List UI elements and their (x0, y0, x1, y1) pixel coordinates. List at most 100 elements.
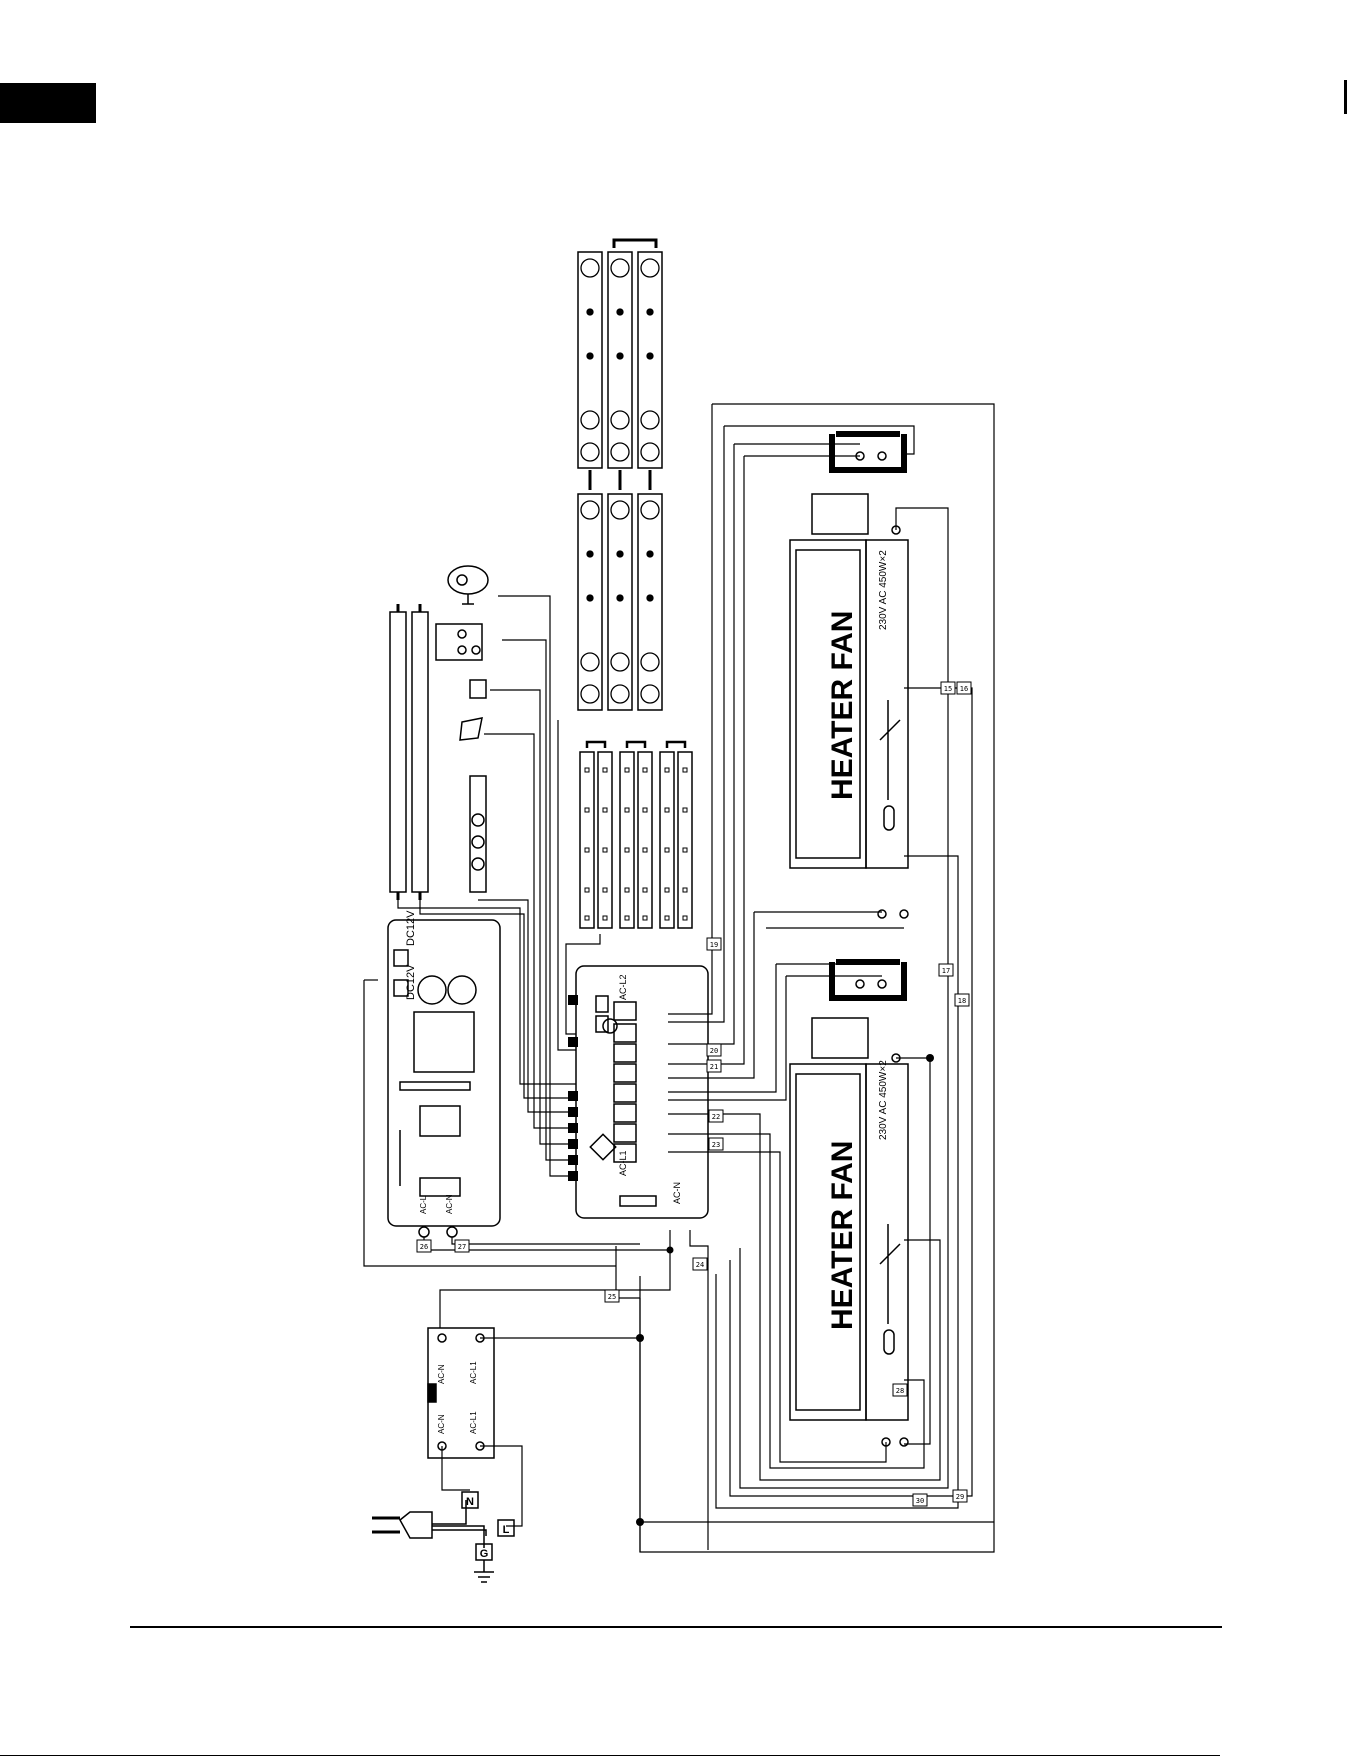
heater-fan-rating-1: 230V AC 450W×2 (878, 550, 889, 630)
led-dot (603, 888, 607, 892)
tb-label-3: AC-N (437, 1414, 446, 1434)
svg-text:25: 25 (608, 1293, 616, 1301)
lamp-icon (641, 501, 659, 519)
led-dot (603, 916, 607, 920)
led-dot (683, 848, 687, 852)
svg-text:19: 19 (710, 941, 718, 949)
led-dot (585, 808, 589, 812)
wire-tag: 16 (957, 682, 971, 694)
wire-tag: 18 (955, 994, 969, 1006)
led-dot (625, 916, 629, 920)
lamp-bars-middle (578, 470, 662, 710)
tb-label-4: AC-L1 (469, 1411, 478, 1434)
svg-text:29: 29 (956, 1493, 964, 1501)
lamp-icon (611, 685, 629, 703)
led-dot (585, 916, 589, 920)
wire-tag: 25 (605, 1290, 619, 1302)
board-acl1-label: AC-L1 (618, 1150, 628, 1176)
svg-text:22: 22 (712, 1113, 720, 1121)
wire-tag: 20 (707, 1044, 721, 1056)
lamp-dot-icon (587, 551, 593, 557)
lamp-dot-icon (617, 595, 623, 601)
sensor-1 (470, 680, 486, 698)
lamp-dot-icon (587, 595, 593, 601)
svg-text:30: 30 (916, 1497, 924, 1505)
psu-acl-label: AC-L (419, 1195, 428, 1214)
svg-text:15: 15 (944, 685, 952, 693)
lamp-icon (641, 443, 659, 461)
led-dot (643, 808, 647, 812)
lamp-dot-icon (587, 309, 593, 315)
lamp-dot-icon (617, 353, 623, 359)
lamp-dot-icon (647, 595, 653, 601)
led-strip-bars (580, 742, 692, 928)
led-dot (603, 848, 607, 852)
led-dot (665, 768, 669, 772)
switch-panel (436, 624, 482, 660)
led-dot (683, 808, 687, 812)
heater-fan-title-1: HEATER FAN (826, 611, 859, 800)
terminal-block (428, 1328, 494, 1458)
heater-fan-rating-2: 230V AC 450W×2 (878, 1060, 889, 1140)
svg-text:24: 24 (696, 1261, 704, 1269)
left-led-bars (390, 604, 428, 900)
wire-tag: 19 (707, 938, 721, 950)
led-dot (665, 888, 669, 892)
led-dot (625, 888, 629, 892)
led-dot (625, 808, 629, 812)
lamp-icon (611, 653, 629, 671)
svg-text:26: 26 (420, 1243, 428, 1251)
svg-text:17: 17 (942, 967, 950, 975)
lamp-icon (581, 685, 599, 703)
board-acn-label: AC-N (672, 1182, 682, 1204)
svg-text:18: 18 (958, 997, 966, 1005)
wire-tag: 17 (939, 964, 953, 976)
lamp-icon (641, 653, 659, 671)
led-dot (625, 768, 629, 772)
led-dot (665, 916, 669, 920)
wire-tag: 22 (709, 1110, 723, 1122)
wire-tag: 15 (941, 682, 955, 694)
wire-tag: 23 (709, 1138, 723, 1150)
board-connector (568, 1091, 578, 1101)
led-dot (643, 916, 647, 920)
board-connector (568, 995, 578, 1005)
led-dot (643, 848, 647, 852)
lamp-icon (581, 653, 599, 671)
psu-acn-label: AC-N (445, 1194, 454, 1214)
lamp-dot-icon (647, 551, 653, 557)
svg-text:21: 21 (710, 1063, 718, 1071)
lamp-icon (581, 501, 599, 519)
board-connector (568, 1037, 578, 1047)
svg-text:16: 16 (960, 685, 968, 693)
lamp-icon (641, 259, 659, 277)
tb-label-2: AC-L1 (469, 1361, 478, 1384)
dc12v-label-1: DC12V (405, 910, 417, 946)
led-strip-dots (585, 768, 687, 920)
led-dot (665, 808, 669, 812)
button-strip (470, 776, 486, 892)
svg-text:28: 28 (896, 1387, 904, 1395)
tb-label-1: AC-N (437, 1364, 446, 1384)
lamp-icon (581, 259, 599, 277)
lamp-icon (611, 443, 629, 461)
wire-tag: 21 (707, 1060, 721, 1072)
led-dot (643, 768, 647, 772)
svg-text:23: 23 (712, 1141, 720, 1149)
heater-fan-title-2: HEATER FAN (826, 1141, 859, 1330)
led-dot (603, 768, 607, 772)
led-dot (643, 888, 647, 892)
wire-tag: 27 (455, 1240, 469, 1252)
led-dot (683, 768, 687, 772)
lamp-dot-icon (647, 353, 653, 359)
wire-tag: 29 (953, 1490, 967, 1502)
mains-plug (372, 1492, 514, 1582)
led-dot (625, 848, 629, 852)
lamp-dot-icon (587, 353, 593, 359)
lamp-icon (611, 501, 629, 519)
lamp-dot-icon (647, 309, 653, 315)
led-dot (665, 848, 669, 852)
lamp-icon (611, 411, 629, 429)
led-dot (683, 916, 687, 920)
